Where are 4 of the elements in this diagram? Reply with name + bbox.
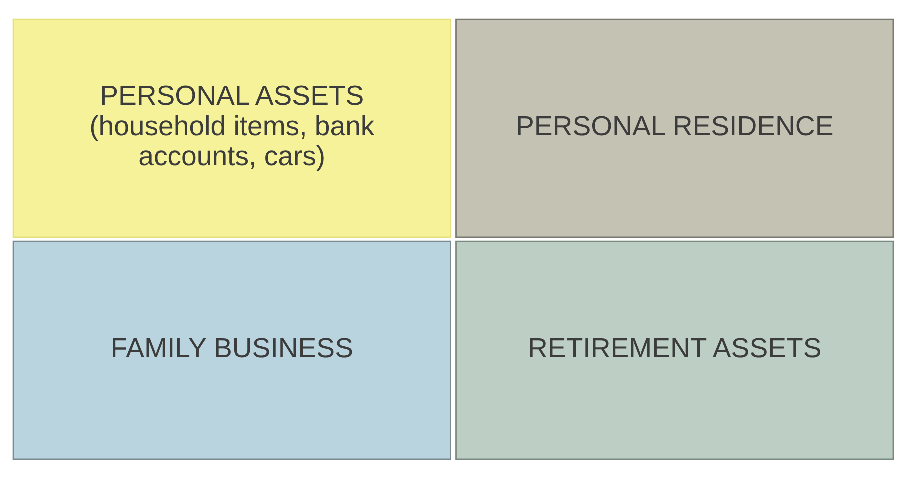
node-box: RETIREMENT ASSETS <box>456 240 894 460</box>
node-box: PERSONAL ASSETS (household items, bank accounts, cars) <box>12 18 452 238</box>
node-box: FAMILY BUSINESS <box>12 240 452 460</box>
node-box: PERSONAL RESIDENCE <box>456 18 894 238</box>
